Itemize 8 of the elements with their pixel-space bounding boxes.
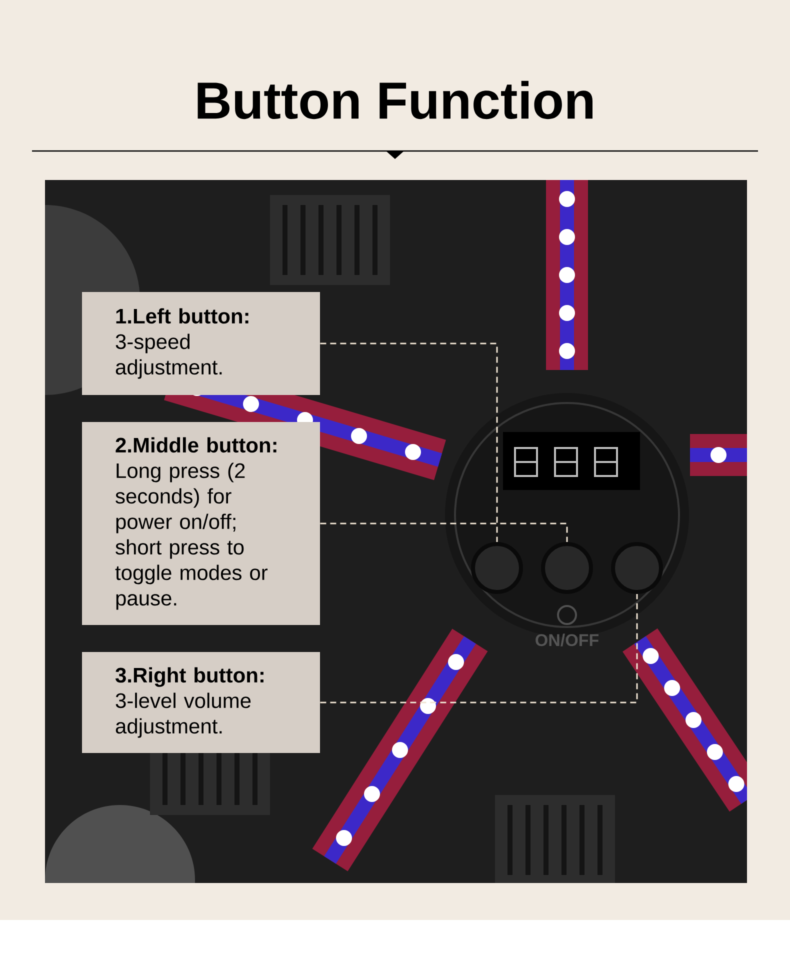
- leader-line: [320, 522, 568, 542]
- callout-box: 3.Right button: 3-level volume adjustment.: [82, 652, 320, 753]
- printed-label: ON/OFF: [536, 634, 598, 646]
- title: Button Function: [198, 80, 592, 120]
- leader-line: [320, 594, 638, 704]
- callout-box: 1.Left button: 3-speed adjustment.: [82, 292, 320, 395]
- callout-box: 2.Middle button: Long press (2 seconds) for power on/off; short press to toggle modes or pause.: [82, 422, 320, 625]
- leader-line: [320, 342, 498, 542]
